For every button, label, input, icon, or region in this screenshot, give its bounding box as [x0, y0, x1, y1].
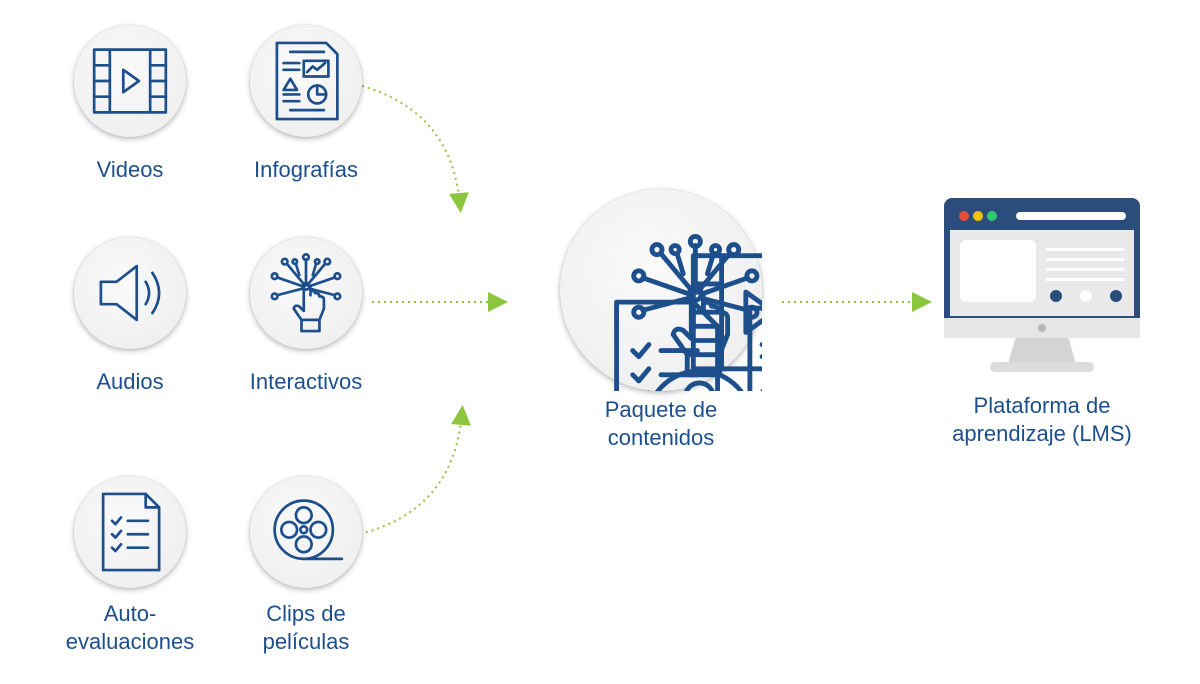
clips-circle	[250, 476, 362, 588]
autoevaluaciones-label: Auto- evaluaciones	[65, 601, 195, 654]
arrow-clips-to-package	[359, 405, 471, 535]
platform-label: Plataforma de aprendizaje (LMS)	[952, 393, 1132, 446]
infographic-icon	[250, 25, 362, 137]
arrow-infografias-to-package	[361, 85, 469, 213]
window-dot-green	[987, 211, 997, 221]
package-icons	[560, 189, 762, 391]
video-icon	[74, 25, 186, 137]
videos-label: Videos	[96, 157, 164, 182]
package-circle	[560, 189, 762, 391]
monitor-icon	[944, 198, 1140, 372]
infografias-circle	[250, 25, 362, 137]
clips-label: Clips de películas	[262, 601, 350, 654]
autoevaluaciones-circle	[74, 476, 186, 588]
speaker-icon	[74, 237, 186, 349]
touch-icon	[250, 237, 362, 349]
audios-circle	[74, 237, 186, 349]
interactivos-circle	[250, 237, 362, 349]
checklist-icon	[617, 302, 718, 391]
window-dot-red	[959, 211, 969, 221]
window-dot-yellow	[973, 211, 983, 221]
videos-circle	[74, 25, 186, 137]
infografias-label: Infografías	[254, 157, 358, 182]
package-label: Paquete de contenidos	[604, 397, 718, 450]
checklist-icon	[74, 476, 186, 588]
film-reel-icon	[250, 476, 362, 588]
audios-label: Audios	[96, 369, 164, 394]
interactivos-label: Interactivos	[249, 369, 363, 394]
